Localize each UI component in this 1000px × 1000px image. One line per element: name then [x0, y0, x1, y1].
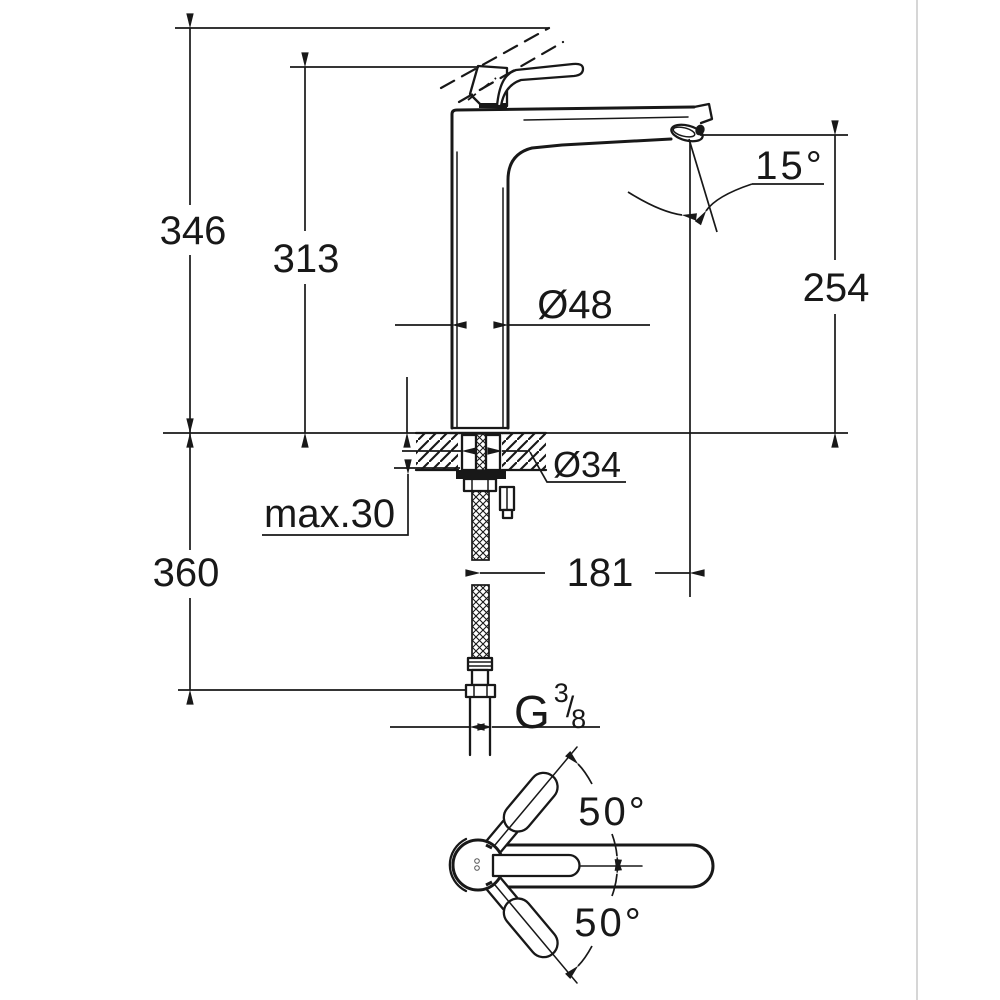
plan-pivot-notch-bottom	[485, 880, 493, 887]
counter-hatch-right	[502, 434, 546, 470]
threaded-shank-right	[484, 433, 502, 472]
spout-highlight-line	[523, 116, 689, 121]
fixing-and-hose	[456, 433, 516, 757]
grohe-logo-mark	[474, 858, 480, 871]
spout-underside	[506, 137, 673, 430]
plan-body-outer-arc	[448, 837, 468, 893]
dim-label-swivel-upper: 50°	[578, 790, 648, 834]
counter-section	[163, 431, 848, 472]
faucet-body-outline	[450, 105, 696, 430]
flex-hose-upper	[471, 490, 490, 561]
dim-label-body-diameter: Ø48	[537, 283, 613, 327]
dim-label-max-deck-thickness: max.30	[264, 492, 395, 536]
dim-label-overall-height: 346	[160, 209, 227, 253]
dimension-346: 346	[160, 13, 227, 448]
dimension-360: 360	[153, 418, 465, 705]
plan-lever-straight	[491, 853, 581, 878]
threaded-shank-left	[460, 433, 478, 472]
hose-end-connector	[464, 656, 497, 757]
counter-hatch-left	[416, 434, 458, 470]
fixing-nut	[462, 477, 498, 493]
dim-label-spout-reach: 181	[567, 551, 634, 595]
side-connector-step	[501, 508, 514, 520]
dimension-50deg-lower: 50°	[565, 859, 644, 979]
dimension-dia48: Ø48	[395, 283, 650, 329]
dim-label-swivel-lower: 50°	[574, 901, 644, 945]
swivel-line-upper	[494, 746, 578, 846]
dimension-313: 313	[273, 52, 340, 448]
aerator	[670, 123, 705, 143]
dimension-max30: max.30	[262, 459, 460, 536]
lever-handle	[495, 62, 585, 108]
plan-pivot-notch-top	[485, 843, 493, 850]
dim-label-mounting-hole: Ø34	[553, 444, 621, 485]
dimension-annotations: 346 313 254 15° Ø48	[153, 13, 870, 738]
hose-through-deck	[475, 433, 487, 471]
faucet-plan-view: 50° 50°	[448, 746, 715, 984]
flex-hose-lower	[471, 584, 490, 659]
angled-stream-line	[688, 138, 718, 233]
spout-lip	[692, 102, 714, 125]
dim-label-height-to-lever: 313	[273, 237, 340, 281]
lever-raised-dashed	[439, 26, 565, 104]
dimension-254: 254	[700, 120, 870, 448]
dim-label-outlet-height: 254	[803, 266, 870, 310]
faucet-side-view	[439, 26, 714, 435]
dim-label-below-deck-clearance: 360	[153, 551, 220, 595]
dimension-dia34: Ø34	[402, 444, 626, 485]
dimension-50deg-upper: 50°	[565, 751, 648, 871]
fixing-washer	[456, 470, 506, 479]
dimension-181: 181	[465, 551, 705, 595]
dim-label-outlet-angle: 15°	[755, 144, 825, 188]
swivel-line-lower	[494, 884, 578, 984]
dimension-15deg: 15°	[627, 138, 825, 597]
